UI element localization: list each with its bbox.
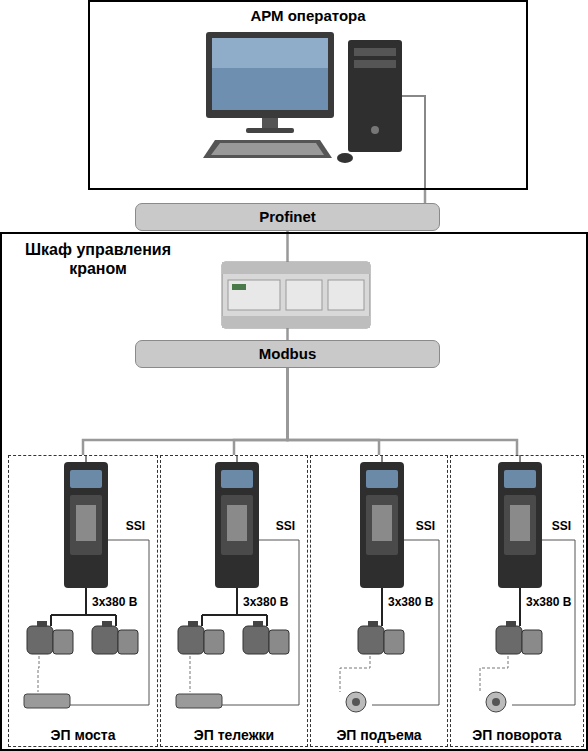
drive-group: ЭП тележки xyxy=(160,455,308,747)
drive-illustrations xyxy=(24,455,575,712)
terminal-box xyxy=(102,621,112,627)
drive-label xyxy=(372,505,392,541)
gearbox xyxy=(384,630,404,654)
power-wire xyxy=(519,615,521,626)
encoder xyxy=(24,694,70,708)
bus-connector xyxy=(83,368,288,455)
motor-body xyxy=(27,626,53,654)
drive-display xyxy=(221,470,253,488)
node-text: Profinet xyxy=(259,208,316,226)
power-wire xyxy=(50,615,52,626)
encoder xyxy=(176,694,222,708)
motor-body xyxy=(92,626,118,654)
power-wire xyxy=(519,588,521,615)
gearbox xyxy=(53,630,73,654)
node-text: ЭП подъема xyxy=(334,727,423,744)
drive-panel xyxy=(504,495,536,555)
power-wire xyxy=(51,614,116,616)
signal-label: SSI xyxy=(125,520,146,533)
motor-body xyxy=(358,626,384,654)
node-text: Шкаф управления краном xyxy=(18,240,178,278)
shaft-link xyxy=(480,656,508,692)
motor-body xyxy=(496,626,522,654)
drive-display xyxy=(366,470,398,488)
drive-label xyxy=(76,505,96,541)
voltage-label: 3х380 В xyxy=(387,596,434,609)
node-text: АРМ оператора xyxy=(250,7,365,25)
node-text: Modbus xyxy=(259,345,317,363)
shaft-link xyxy=(38,656,39,692)
ssi-wire xyxy=(70,540,149,705)
power-wire xyxy=(202,614,267,616)
voltage-label: 3х380 В xyxy=(525,596,572,609)
drive-label xyxy=(510,505,530,541)
cabinet-box: Шкаф управления краномModbus ЭП моста ЭП т… xyxy=(0,232,588,751)
voltage-label: 3х380 В xyxy=(242,596,289,609)
node-text: ЭП моста xyxy=(49,727,118,744)
encoder-shaft xyxy=(352,698,360,706)
drive-display xyxy=(70,470,102,488)
shaft-link xyxy=(340,656,370,692)
power-wire xyxy=(201,615,203,626)
bus-stub xyxy=(519,455,521,462)
terminal-box xyxy=(188,621,198,627)
encoder xyxy=(346,692,366,712)
gearbox xyxy=(204,630,224,654)
bus-connector xyxy=(288,368,518,455)
bus-stub xyxy=(85,455,87,462)
drive-body xyxy=(498,462,542,588)
drive-group: ЭП подъема xyxy=(310,455,448,747)
encoder-shaft xyxy=(492,698,500,706)
bus-connector xyxy=(424,190,427,203)
motor-body xyxy=(243,626,269,654)
drive-body xyxy=(360,462,404,588)
drive-display xyxy=(504,470,536,488)
plc-illustration xyxy=(222,262,370,328)
terminal-box xyxy=(253,621,263,627)
terminal-box xyxy=(506,621,516,627)
power-wire xyxy=(85,588,87,615)
terminal-box xyxy=(368,621,378,627)
ssi-wire xyxy=(512,540,575,705)
ssi-wire xyxy=(372,540,439,705)
bus-band: Modbus xyxy=(135,340,440,368)
node-text: ЭП тележки xyxy=(192,727,276,744)
bus-stub xyxy=(381,455,383,462)
drive-group: ЭП поворота xyxy=(450,455,584,747)
bus-stub xyxy=(236,455,238,462)
voltage-label: 3х380 В xyxy=(91,596,138,609)
bus-band: Profinet xyxy=(135,203,440,231)
gearbox xyxy=(269,630,289,654)
power-wire xyxy=(236,588,238,615)
shaft-link xyxy=(190,656,191,692)
bus-connector xyxy=(288,368,380,455)
computer-illustration xyxy=(203,32,425,190)
power-wire xyxy=(266,615,268,626)
power-wire xyxy=(381,588,383,615)
ssi-wire xyxy=(222,540,299,705)
signal-label: SSI xyxy=(551,520,572,533)
signal-label: SSI xyxy=(275,520,296,533)
gearbox xyxy=(118,630,138,654)
drive-body xyxy=(64,462,108,588)
bus-connector xyxy=(234,368,288,455)
motor-body xyxy=(178,626,204,654)
node-text: ЭП поворота xyxy=(470,727,563,744)
drive-body xyxy=(215,462,259,588)
drive-label xyxy=(227,505,247,541)
drive-panel xyxy=(366,495,398,555)
workstation-box: АРМ оператора xyxy=(88,0,528,190)
terminal-box xyxy=(37,621,47,627)
signal-label: SSI xyxy=(415,520,436,533)
drive-panel xyxy=(221,495,253,555)
gearbox xyxy=(522,630,542,654)
drive-panel xyxy=(70,495,102,555)
drive-group: ЭП моста xyxy=(8,455,158,747)
power-wire xyxy=(115,615,117,626)
power-wire xyxy=(381,615,383,626)
encoder xyxy=(486,692,506,712)
